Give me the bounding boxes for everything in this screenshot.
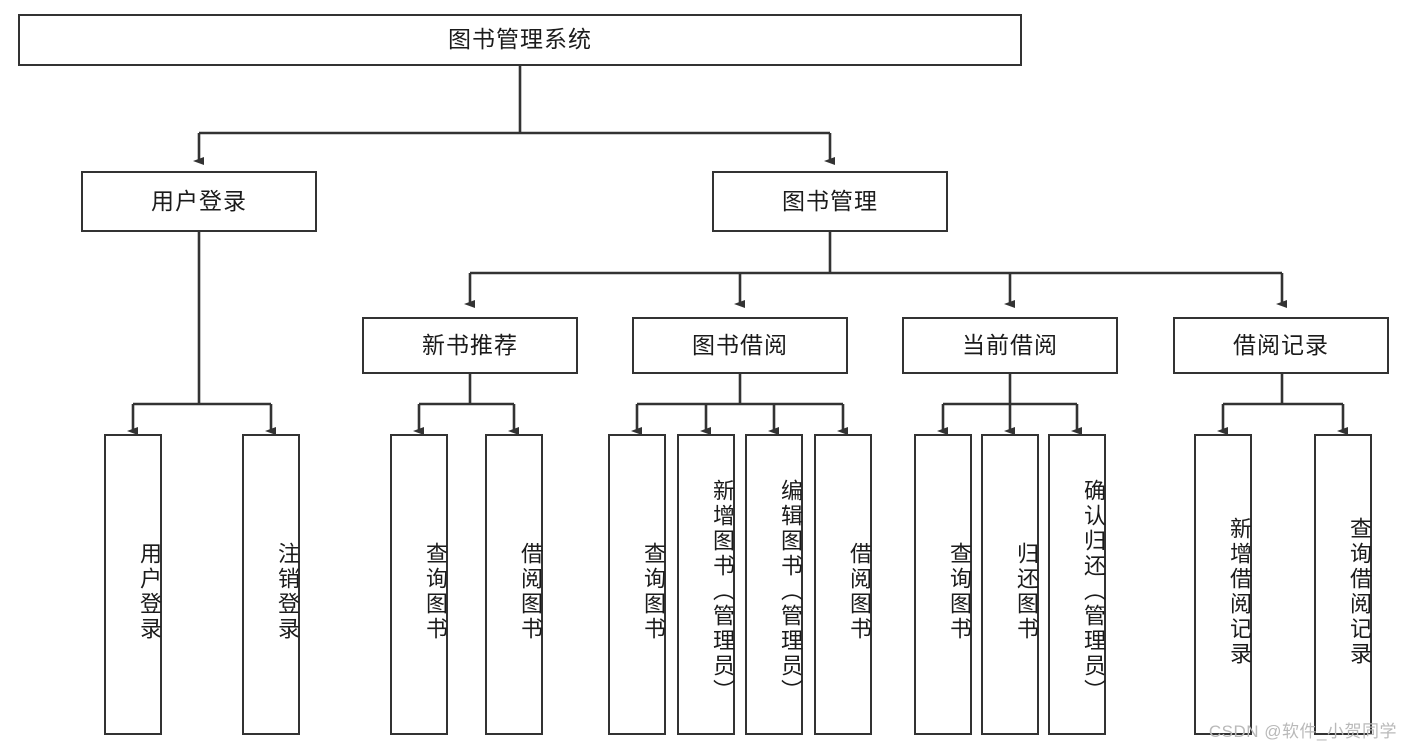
leaf-book-borrow-lend: 借阅图书 [814,434,872,735]
node-label: 图书管理系统 [448,26,592,53]
leaf-user-login-login: 用户登录 [104,434,162,735]
node-current-borrow: 当前借阅 [902,317,1118,374]
node-label: 新增图书（管理员） [710,479,735,704]
node-new-book-recommend: 新书推荐 [362,317,578,374]
node-label: 借阅图书 [518,541,543,642]
leaf-book-borrow-edit: 编辑图书（管理员） [745,434,803,735]
node-book-management: 图书管理 [712,171,948,232]
node-label: 图书借阅 [692,331,788,358]
leaf-borrow-record-add: 新增借阅记录 [1194,434,1252,735]
watermark: CSDN @软件_小贺同学 [1208,722,1397,741]
node-label: 新增借阅记录 [1227,516,1252,667]
node-label: 借阅记录 [1233,331,1329,358]
node-label: 用户登录 [151,187,247,214]
node-user-login: 用户登录 [81,171,317,232]
leaf-current-borrow-confirm-return: 确认归还（管理员） [1048,434,1106,735]
node-book-borrow: 图书借阅 [632,317,848,374]
node-label: 新书推荐 [422,331,518,358]
leaf-book-borrow-add: 新增图书（管理员） [677,434,735,735]
node-label: 确认归还（管理员） [1081,479,1106,704]
node-root-system: 图书管理系统 [18,14,1022,66]
node-label: 编辑图书（管理员） [778,479,803,704]
node-label: 查询图书 [641,541,666,642]
node-label: 归还图书 [1014,541,1039,642]
node-borrow-record: 借阅记录 [1173,317,1389,374]
node-label: 注销登录 [275,541,300,642]
node-label: 当前借阅 [962,331,1058,358]
leaf-current-borrow-return: 归还图书 [981,434,1039,735]
node-label: 借阅图书 [847,541,872,642]
node-label: 用户登录 [137,541,162,642]
node-label: 图书管理 [782,187,878,214]
leaf-new-book-query: 查询图书 [390,434,448,735]
leaf-user-login-logout: 注销登录 [242,434,300,735]
node-label: 查询图书 [423,541,448,642]
leaf-new-book-borrow: 借阅图书 [485,434,543,735]
leaf-borrow-record-query: 查询借阅记录 [1314,434,1372,735]
node-label: 查询借阅记录 [1347,516,1372,667]
leaf-book-borrow-query: 查询图书 [608,434,666,735]
leaf-current-borrow-query: 查询图书 [914,434,972,735]
node-label: 查询图书 [947,541,972,642]
